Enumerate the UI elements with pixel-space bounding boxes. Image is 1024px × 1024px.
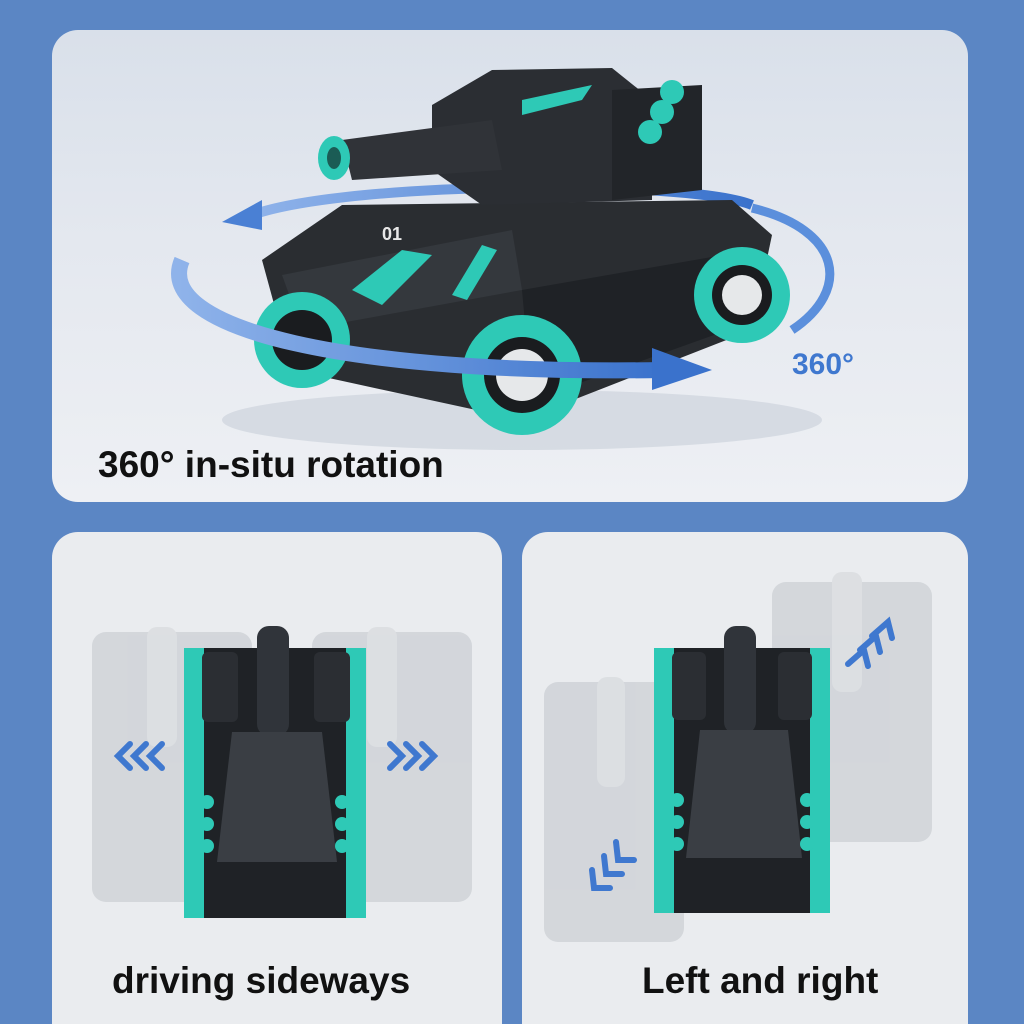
arrows-down-left-icon — [589, 839, 637, 891]
sideways-panel: driving sideways — [52, 532, 502, 1024]
rotation-caption: 360° in-situ rotation — [98, 444, 444, 485]
tank-rotation-illustration: 01 — [171, 68, 835, 450]
ghost-tank-lower-left — [544, 677, 684, 942]
rotation-degree-label: 360° — [792, 348, 855, 381]
rotation-arrow-front — [171, 256, 663, 379]
tank-top-view — [184, 626, 366, 918]
tank-number-text: 01 — [382, 224, 402, 244]
left-right-panel: Left and right — [522, 532, 968, 1024]
arrows-left-icon — [113, 741, 165, 771]
arrows-right-icon — [387, 741, 439, 771]
rotation-panel: 01 360° 360° in-situ rotation — [52, 30, 968, 502]
arrows-up-right-icon — [845, 616, 895, 669]
rotation-arrowhead-right — [652, 348, 712, 390]
left-right-caption: Left and right — [642, 960, 879, 1001]
rotation-arrowhead-left — [222, 200, 262, 230]
tank-diagonal-illustration — [544, 572, 932, 942]
sideways-caption: driving sideways — [112, 960, 411, 1001]
tank-top-view — [654, 626, 830, 913]
tank-body — [254, 68, 790, 435]
tank-sideways-illustration — [92, 626, 472, 918]
